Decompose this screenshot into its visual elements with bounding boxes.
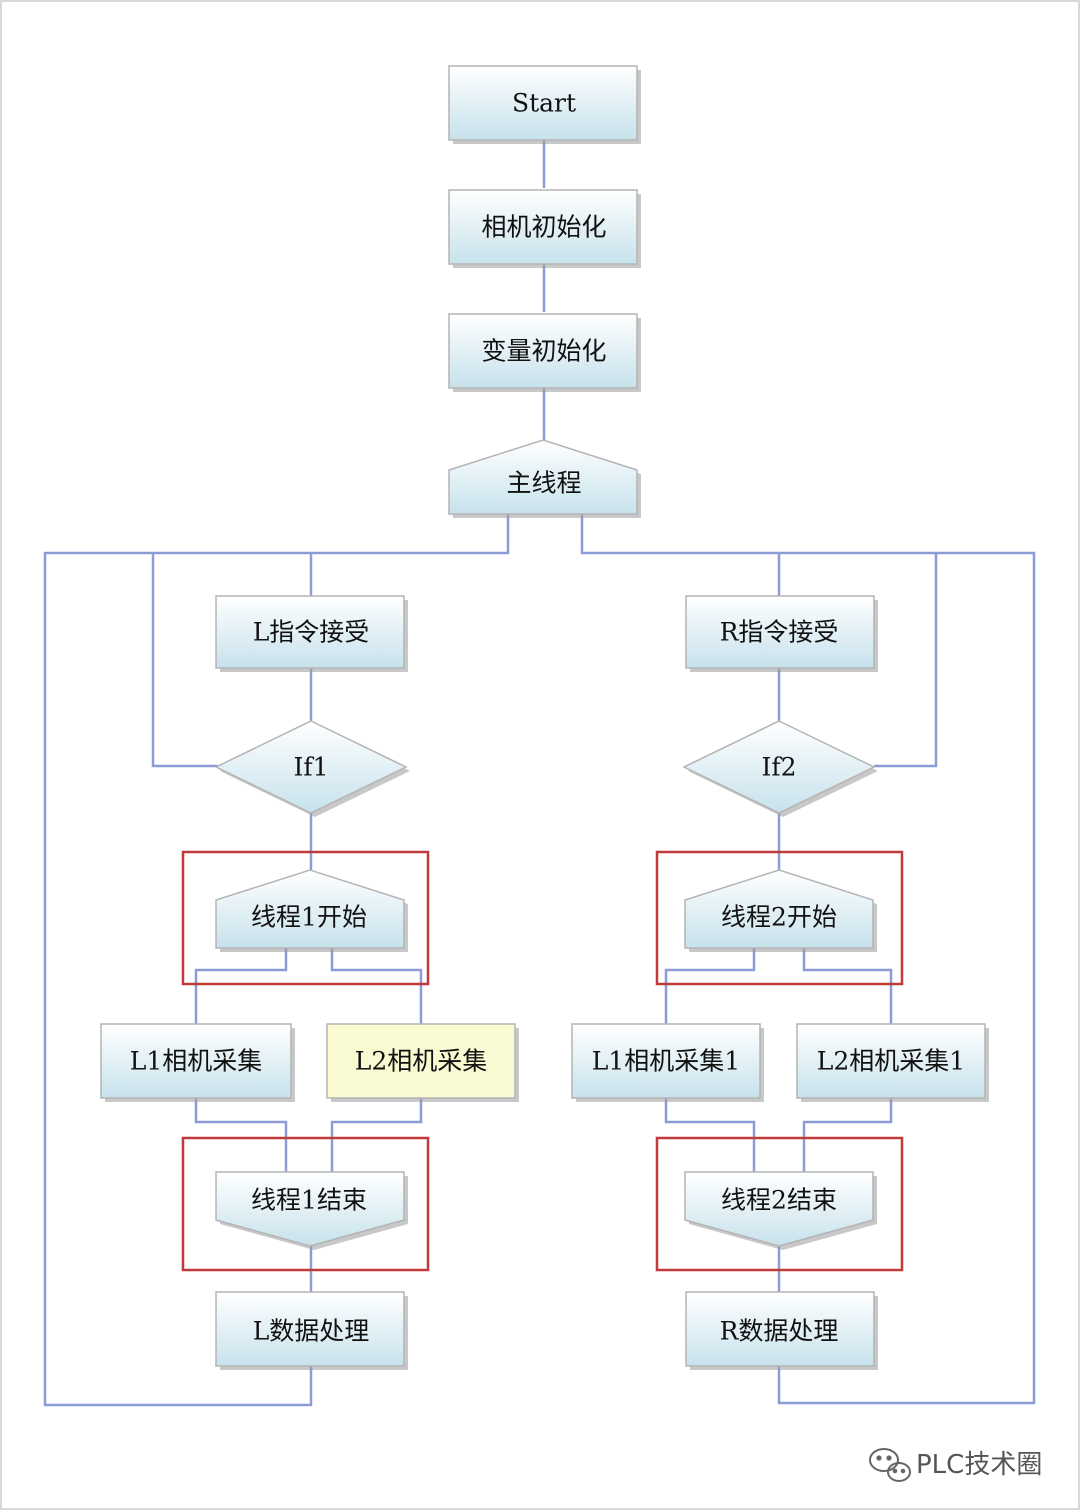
- connector-main-thread-left-branch: [43, 514, 510, 1407]
- r-data-box: [685, 1291, 875, 1367]
- r-cmd-label: R指令接受: [720, 618, 839, 647]
- connector-l1-t2-end: [664, 1098, 756, 1172]
- r-cmd-box: [685, 595, 875, 669]
- thread1-start-frame: [181, 850, 430, 986]
- t1-end-label: 线程1结束: [251, 1186, 367, 1215]
- if1-label: If1: [293, 753, 328, 782]
- connector-l2-t1-end: [330, 1098, 423, 1172]
- l2-cam-label: L2相机采集: [355, 1047, 488, 1076]
- l2-cam-box: [326, 1023, 516, 1099]
- t2-end-box: [684, 1171, 874, 1247]
- thread2-start-frame: [655, 850, 904, 986]
- connector-t1-start-l1: [194, 948, 288, 1024]
- thread1-end-frame: [181, 1136, 430, 1272]
- group-frames: [181, 850, 904, 1272]
- start-label: Start: [512, 89, 576, 118]
- connector-left-loop: [151, 553, 218, 768]
- if2-diamond: [682, 720, 876, 814]
- l1-cam-1-label: L1相机采集1: [592, 1047, 740, 1076]
- start-box: [448, 65, 638, 141]
- connector-l2-t2-end: [802, 1098, 893, 1172]
- connectors: [43, 140, 1036, 1407]
- t1-start-box: [215, 869, 405, 949]
- connector-t1-start-l2: [330, 948, 423, 1024]
- l1-cam-label: L1相机采集: [130, 1047, 263, 1076]
- main-thread-label: 主线程: [506, 469, 581, 498]
- t1-end-box: [215, 1171, 405, 1247]
- watermark: PLC技术圈: [869, 1448, 1042, 1482]
- l-cmd-label: L指令接受: [253, 618, 370, 647]
- l-cmd-box: [215, 595, 405, 669]
- connector-t2-start-l1: [664, 948, 756, 1024]
- if2-label: If2: [761, 753, 796, 782]
- l-data-label: L数据处理: [253, 1317, 370, 1346]
- l1-cam-box: [100, 1023, 292, 1099]
- l2-cam-1-box: [796, 1023, 986, 1099]
- connector-main-thread-right-branch: [580, 514, 1036, 1405]
- r-data-label: R数据处理: [720, 1317, 839, 1346]
- var-init-label: 变量初始化: [481, 337, 606, 366]
- node-labels: Start 相机初始化 变量初始化 主线程 L指令接受 R指令接受 If1 If…: [130, 89, 965, 1346]
- l-data-box: [215, 1291, 405, 1367]
- t2-start-label: 线程2开始: [721, 903, 837, 932]
- camera-init-label: 相机初始化: [481, 213, 606, 242]
- thread2-end-frame: [655, 1136, 904, 1272]
- if1-diamond: [214, 720, 408, 814]
- t1-start-label: 线程1开始: [251, 903, 367, 932]
- connector-right-loop: [874, 553, 938, 768]
- main-thread-box: [448, 439, 638, 515]
- t2-start-box: [684, 869, 874, 949]
- camera-init-box: [448, 189, 638, 265]
- node-shapes: [100, 65, 989, 1370]
- wechat-icon: [869, 1448, 911, 1482]
- connector-t2-start-l2: [802, 948, 893, 1024]
- var-init-box: [448, 313, 638, 389]
- l1-cam-1-box: [571, 1023, 761, 1099]
- connector-l1-t1-end: [194, 1098, 288, 1172]
- watermark-text: PLC技术圈: [916, 1450, 1042, 1480]
- l2-cam-1-label: L2相机采集1: [817, 1047, 965, 1076]
- t2-end-label: 线程2结束: [721, 1186, 837, 1215]
